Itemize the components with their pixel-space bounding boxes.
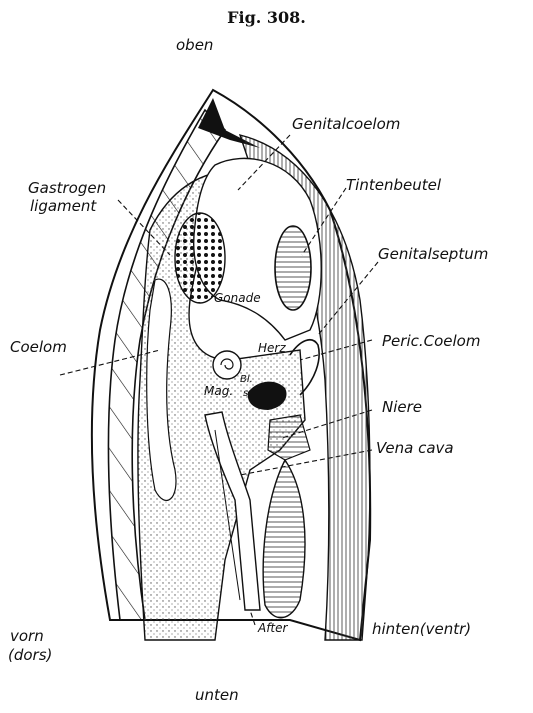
gill-shape — [263, 460, 305, 618]
gonade-shape — [175, 213, 225, 303]
label-gonade: Gonade — [214, 292, 261, 305]
label-s: s. — [243, 389, 251, 400]
label-genitalseptum: Genitalseptum — [378, 247, 488, 263]
label-genitalcoelom: Genitalcoelom — [292, 117, 400, 133]
label-gastrogen: Gastrogen — [28, 181, 106, 197]
label-mag: Mag. — [204, 385, 233, 398]
label-bl: Bl. — [240, 375, 253, 386]
label-ligament: ligament — [30, 199, 96, 215]
label-niere: Niere — [382, 400, 422, 416]
label-dors: (dors) — [8, 648, 52, 664]
label-peric-coelom: Peric.Coelom — [382, 334, 480, 350]
stomach-spiral-outer — [213, 351, 241, 379]
label-vena-cava: Vena cava — [376, 441, 454, 457]
label-herz: Herz — [258, 342, 286, 355]
label-unten: unten — [195, 688, 239, 704]
label-tintenbeutel: Tintenbeutel — [346, 178, 441, 194]
label-hinten: hinten(ventr) — [372, 622, 471, 638]
tintenbeutel-shape — [275, 226, 311, 310]
label-oben: oben — [176, 38, 213, 54]
label-coelom: Coelom — [10, 340, 67, 356]
label-vorn: vorn — [10, 629, 44, 645]
label-after: After — [258, 622, 287, 635]
